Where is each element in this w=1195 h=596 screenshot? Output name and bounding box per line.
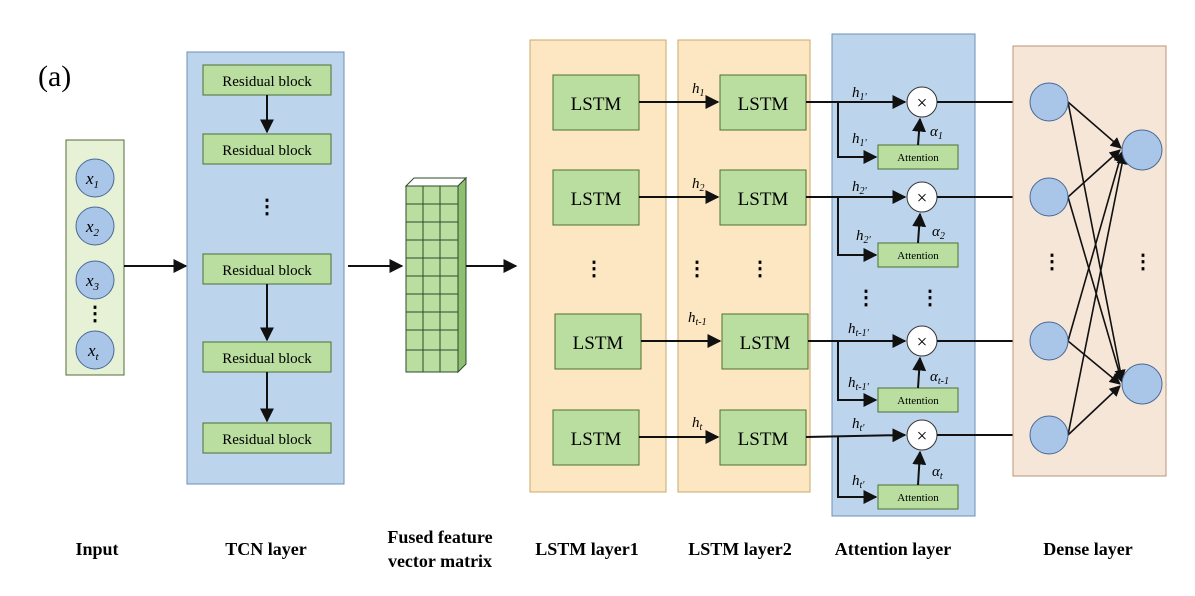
h-prime-label-tb: ht' [852, 473, 865, 491]
multiply-symbol-t-1: × [917, 332, 928, 353]
label-dense: Dense layer [1043, 539, 1132, 559]
input-node-2 [75, 206, 115, 246]
h-prime-label-1a: h1' [852, 85, 868, 103]
lstm1-cell-4 [552, 409, 640, 466]
residual-block-2 [202, 133, 332, 165]
attention-ellipsis-right: ⋮ [920, 287, 940, 309]
lstm2-ellipsis-left: ⋮ [687, 258, 707, 280]
attention-ellipsis-left: ⋮ [856, 287, 876, 309]
attention-box-t-label: Attention [897, 492, 939, 504]
attention-box-2 [877, 242, 959, 268]
lstm2-cell-2 [719, 169, 807, 226]
multiply-symbol-1: × [917, 93, 928, 114]
lstm2-cell-4 [719, 409, 807, 466]
label-attention: Attention layer [835, 539, 951, 559]
lstm2-cell-2-label: LSTM [738, 189, 789, 210]
lstm1-cell-1-label: LSTM [571, 94, 622, 115]
alpha-label-t: αt [932, 464, 943, 482]
input-label-2: x2 [85, 217, 100, 239]
lstm2-ellipsis-right: ⋮ [750, 258, 770, 280]
dense-connections [1067, 101, 1128, 436]
panel-label: (a) [38, 60, 71, 93]
h-prime-label-t-1b: ht-1' [848, 375, 870, 393]
label-tcn: TCN layer [225, 539, 306, 559]
layer-labels: Input TCN layer Fused feature vector mat… [75, 527, 1132, 571]
lstm1-ellipsis: ⋮ [584, 258, 604, 280]
residual-block-4-label: Residual block [222, 351, 312, 367]
attention-units: × Attention h1' h1' α1 × Attention h2' h… [805, 85, 959, 510]
label-input: Input [75, 539, 118, 559]
residual-block-5 [202, 422, 332, 454]
matrix-side-face [457, 176, 467, 374]
attention-panel [831, 33, 976, 517]
attention-box-1-label: Attention [897, 152, 939, 164]
h-label-1: h1 [692, 81, 705, 99]
fused-feature-matrix [404, 176, 468, 374]
tcn-ellipsis: ⋮ [257, 196, 277, 218]
input-node-3 [75, 260, 115, 300]
lstm1-cell-2-label: LSTM [571, 189, 622, 210]
lstm2-cell-1-label: LSTM [738, 94, 789, 115]
output-node-2 [1121, 363, 1163, 405]
lstm2-cells: LSTM LSTM LSTM LSTM ⋮ ⋮ [687, 74, 809, 466]
lstm1-cell-1 [552, 74, 640, 131]
matrix-front-face [405, 185, 459, 373]
h-prime-label-2b: h2' [856, 228, 872, 246]
h-prime-label-1b: h1' [852, 131, 868, 149]
attention-box-t-1-label: Attention [897, 395, 939, 407]
attention-box-t-1 [877, 387, 959, 413]
dense-node-4 [1029, 415, 1069, 455]
lstm2-cell-3-label: LSTM [740, 333, 791, 354]
dense-ellipsis-right: ⋮ [1133, 251, 1153, 273]
lstm1-cells: LSTM LSTM LSTM LSTM ⋮ [552, 74, 642, 466]
input-label-t: xt [87, 341, 100, 363]
residual-block-5-label: Residual block [222, 432, 312, 448]
dense-node-2 [1029, 177, 1069, 217]
dense-node-1 [1029, 82, 1069, 122]
lstm2-cell-1 [719, 74, 807, 131]
attention-box-2-label: Attention [897, 250, 939, 262]
h-prime-label-ta: ht' [852, 416, 865, 434]
lstm1-cell-3-label: LSTM [573, 333, 624, 354]
lstm2-cell-4-label: LSTM [738, 429, 789, 450]
lstm1-to-lstm2-connections: h1 h2 ht-1 ht [639, 81, 722, 444]
multiply-symbol-2: × [917, 188, 928, 209]
matrix-top-face [404, 177, 468, 187]
output-node-1 [1121, 129, 1163, 171]
input-nodes: x1 x2 x3 xt ⋮ [75, 158, 115, 370]
multiply-symbol-t: × [917, 426, 928, 447]
alpha-label-2: α2 [932, 224, 945, 242]
input-node-t [75, 330, 115, 370]
input-node-1 [75, 158, 115, 198]
residual-block-3-label: Residual block [222, 263, 312, 279]
lstm1-cell-4-label: LSTM [571, 429, 622, 450]
dense-ellipsis-left: ⋮ [1042, 251, 1062, 273]
alpha-label-1: α1 [930, 124, 943, 142]
h-label-t: ht [692, 415, 703, 433]
dense-node-3 [1029, 321, 1069, 361]
residual-blocks: Residual block Residual block Residual b… [202, 64, 332, 454]
label-fused-2: vector matrix [388, 551, 492, 571]
residual-block-2-label: Residual block [222, 143, 312, 159]
label-lstm1: LSTM layer1 [535, 539, 639, 559]
input-ellipsis: ⋮ [85, 303, 105, 325]
h-label-2: h2 [692, 176, 705, 194]
h-prime-label-t-1a: ht-1' [848, 321, 870, 339]
label-lstm2: LSTM layer2 [688, 539, 792, 559]
h-label-t-1: ht-1 [688, 310, 707, 328]
residual-block-4 [202, 341, 332, 373]
h-prime-label-2a: h2' [852, 179, 868, 197]
input-label-3: x3 [85, 271, 100, 293]
attention-box-1 [877, 144, 959, 170]
residual-block-3 [202, 253, 332, 285]
residual-block-1-label: Residual block [222, 74, 312, 90]
input-label-1: x1 [85, 169, 99, 191]
alpha-label-t-1: αt-1 [930, 369, 949, 387]
dense-nodes: ⋮ ⋮ [1029, 82, 1163, 455]
label-fused-1: Fused feature [387, 527, 492, 547]
